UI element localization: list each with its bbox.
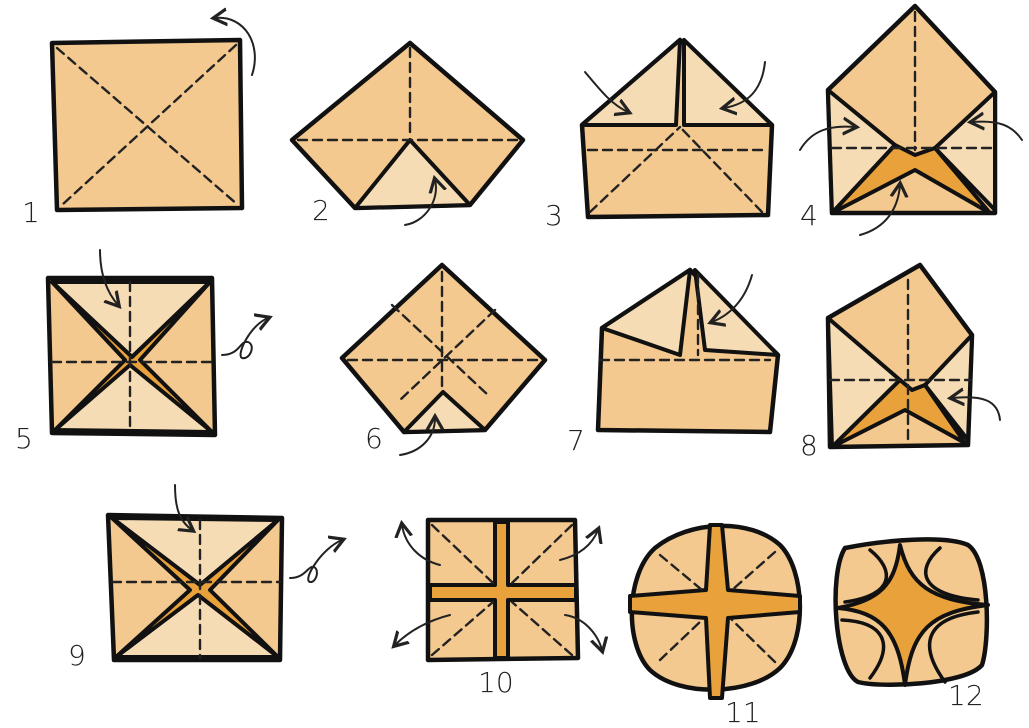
step-1: 1 bbox=[22, 18, 255, 229]
step-number: 1 bbox=[22, 196, 40, 229]
step-number: 4 bbox=[800, 199, 818, 232]
step-10: 10 bbox=[395, 520, 602, 699]
step-number: 12 bbox=[948, 679, 984, 712]
step-number: 10 bbox=[478, 666, 514, 699]
step-number: 9 bbox=[68, 639, 86, 672]
step-number: 2 bbox=[312, 194, 330, 227]
step-2: 2 bbox=[292, 43, 523, 227]
step-number: 11 bbox=[725, 696, 761, 728]
step-7: 7 bbox=[567, 270, 778, 457]
step-4: 4 bbox=[800, 6, 1022, 235]
step-8: 8 bbox=[800, 265, 1000, 462]
step-number: 6 bbox=[365, 422, 383, 455]
step-6: 6 bbox=[342, 265, 545, 455]
step-11: 11 bbox=[630, 525, 800, 728]
step-number: 8 bbox=[800, 429, 818, 462]
step-5: 5 bbox=[15, 250, 268, 455]
step-number: 5 bbox=[15, 422, 33, 455]
step-12: 12 bbox=[836, 539, 988, 712]
step-number: 7 bbox=[567, 424, 585, 457]
step-number: 3 bbox=[545, 199, 563, 232]
step-3: 3 bbox=[545, 40, 772, 232]
step-9: 9 bbox=[68, 485, 342, 672]
